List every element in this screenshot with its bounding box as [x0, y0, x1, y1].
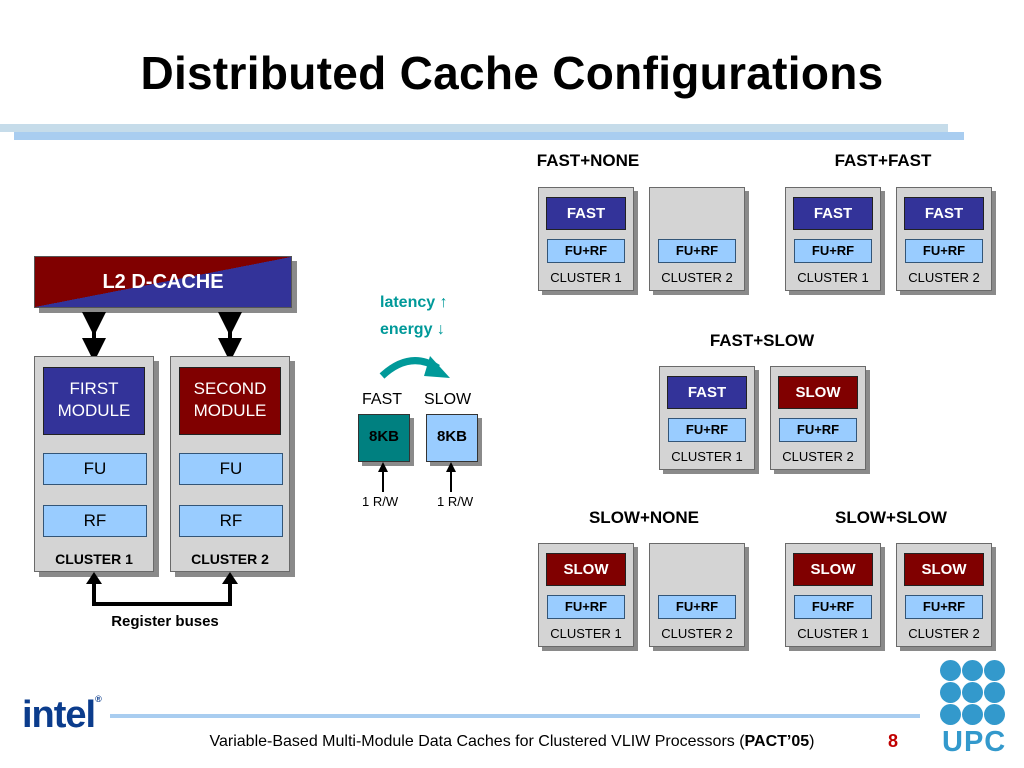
l2-dcache: L2 D-CACHE	[34, 256, 292, 308]
first-module: FIRST MODULE	[43, 367, 145, 435]
config-cluster-2: FAST FU+RF CLUSTER 2	[896, 187, 992, 291]
latency-label: latency ↑	[380, 294, 448, 311]
config-heading: FAST+FAST	[834, 151, 932, 170]
cluster-label: CLUSTER 2	[782, 449, 854, 464]
cluster-label: CLUSTER 1	[671, 449, 743, 464]
second-module-label: SECOND MODULE	[193, 379, 267, 420]
fu-rf-box: FU+RF	[547, 239, 625, 263]
cluster-label: CLUSTER 1	[550, 626, 622, 641]
rw-port-arrows	[378, 462, 456, 492]
footer-close: )	[809, 733, 815, 750]
config-cluster-1: FAST FU+RF CLUSTER 1	[659, 366, 755, 470]
intel-logo-text: intel	[22, 694, 96, 736]
fast-cache-title: FAST	[362, 391, 403, 408]
slow-cache-module: 8KB	[426, 414, 478, 462]
cluster-label: CLUSTER 2	[661, 626, 733, 641]
config-heading: SLOW+NONE	[588, 508, 700, 527]
page-number: 8	[888, 731, 899, 751]
fu-rf-box: FU+RF	[905, 239, 983, 263]
upc-logo-dot	[962, 682, 983, 703]
upc-logo-dot	[984, 704, 1005, 725]
footer-citation: Variable-Based Multi-Module Data Caches …	[209, 733, 745, 750]
fast-rw-label: 1 R/W	[362, 494, 399, 509]
cluster-label: CLUSTER 1	[550, 270, 622, 285]
config-heading: FAST+NONE	[536, 151, 640, 170]
fast-cache-size: 8KB	[368, 428, 399, 445]
rf-box-1: RF	[43, 505, 147, 537]
rf-box-2: RF	[179, 505, 283, 537]
upc-logo: UPC	[940, 660, 1010, 760]
cluster-label: CLUSTER 2	[908, 626, 980, 641]
cluster-label: CLUSTER 1	[797, 626, 869, 641]
cluster-label: CLUSTER 2	[661, 270, 733, 285]
config-cluster-2: FU+RF CLUSTER 2	[649, 187, 745, 291]
big-cluster-2: SECOND MODULE FU RF CLUSTER 2	[170, 356, 290, 572]
config-cluster-1: FAST FU+RF CLUSTER 1	[785, 187, 881, 291]
slow-cache-box: SLOW	[904, 553, 984, 586]
trade-off-arrow	[379, 356, 450, 379]
title-band-2	[14, 132, 964, 140]
config-cluster-2: FU+RF CLUSTER 2	[649, 543, 745, 647]
config-heading: FAST+SLOW	[709, 331, 815, 350]
fu-rf-box: FU+RF	[658, 595, 736, 619]
upc-logo-text: UPC	[942, 726, 1007, 758]
fast-cache-box: FAST	[793, 197, 873, 230]
big-cluster-1-label: CLUSTER 1	[55, 551, 133, 567]
config-cluster-1: FAST FU+RF CLUSTER 1	[538, 187, 634, 291]
fu-rf-box: FU+RF	[794, 239, 872, 263]
upc-logo-dot	[984, 682, 1005, 703]
upc-logo-dot	[984, 660, 1005, 681]
config-heading: SLOW+SLOW	[835, 508, 947, 527]
slow-cache-box: SLOW	[546, 553, 626, 586]
register-buses-label: Register buses	[111, 613, 219, 630]
config-cluster-2: SLOW FU+RF CLUSTER 2	[896, 543, 992, 647]
fu-rf-box: FU+RF	[779, 418, 857, 442]
fast-cache-box: FAST	[904, 197, 984, 230]
upc-logo-dot	[962, 704, 983, 725]
config-cluster-2: SLOW FU+RF CLUSTER 2	[770, 366, 866, 470]
fu-rf-box: FU+RF	[668, 418, 746, 442]
register-bus-arrow	[86, 572, 238, 606]
footer-venue: PACT’05	[744, 733, 810, 750]
fu-rf-box: FU+RF	[547, 595, 625, 619]
cluster-label: CLUSTER 1	[797, 270, 869, 285]
energy-label: energy ↓	[380, 321, 445, 338]
big-cluster-1: FIRST MODULE FU RF CLUSTER 1	[34, 356, 154, 572]
upc-logo-dot	[940, 682, 961, 703]
upc-logo-dot	[940, 660, 961, 681]
first-module-label: FIRST MODULE	[57, 379, 131, 420]
page-title: Distributed Cache Configurations	[140, 47, 884, 99]
upc-logo-dot	[962, 660, 983, 681]
slow-cache-box: SLOW	[793, 553, 873, 586]
upc-logo-dot	[940, 704, 961, 725]
big-cluster-2-label: CLUSTER 2	[191, 551, 269, 567]
fast-cache-box: FAST	[667, 376, 747, 409]
fu-rf-box: FU+RF	[905, 595, 983, 619]
l2-dcache-label: L2 D-CACHE	[102, 271, 224, 293]
slow-cache-box: SLOW	[778, 376, 858, 409]
footer-text: Variable-Based Multi-Module Data Caches …	[0, 733, 1024, 751]
fast-cache-module: 8KB	[358, 414, 410, 462]
slow-cache-title: SLOW	[424, 391, 472, 408]
second-module: SECOND MODULE	[179, 367, 281, 435]
fu-rf-box: FU+RF	[658, 239, 736, 263]
config-cluster-1: SLOW FU+RF CLUSTER 1	[785, 543, 881, 647]
slow-cache-size: 8KB	[436, 428, 467, 445]
cluster-label: CLUSTER 2	[908, 270, 980, 285]
cache-bus-arrows	[82, 312, 242, 360]
intel-logo: intel®	[22, 694, 102, 736]
footer-line	[110, 714, 920, 718]
fast-cache-box: FAST	[546, 197, 626, 230]
fu-box-1: FU	[43, 453, 147, 485]
config-cluster-1: SLOW FU+RF CLUSTER 1	[538, 543, 634, 647]
slow-rw-label: 1 R/W	[437, 494, 474, 509]
fu-rf-box: FU+RF	[794, 595, 872, 619]
fu-box-2: FU	[179, 453, 283, 485]
title-band	[0, 124, 948, 132]
